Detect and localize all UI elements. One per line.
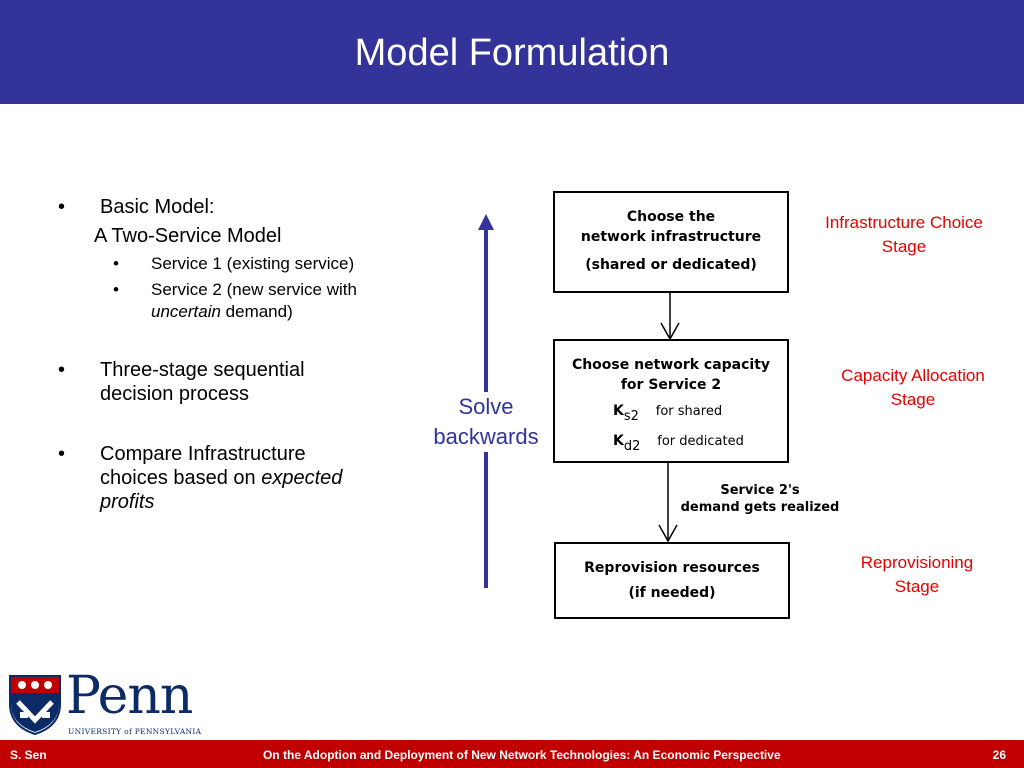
demand-realized-label: Service 2's demand gets realized xyxy=(670,482,850,516)
choices-text: choices based on xyxy=(100,467,262,489)
k-symbol: K xyxy=(613,433,624,449)
box2-shared-row: Ks2 for shared xyxy=(613,403,723,424)
bullet-service2-line1: Service 2 (new service with xyxy=(151,280,357,299)
box2-dedicated-row: Kd2 for dedicated xyxy=(613,433,744,454)
stage1-line2: Stage xyxy=(881,237,927,256)
bullet-basic-model: Basic Model: xyxy=(100,196,215,218)
bullet-dot: • xyxy=(58,443,66,465)
connector-2-3-head xyxy=(658,524,678,543)
stage1-line1: Infrastructure Choice xyxy=(825,213,983,232)
bullet-compare-line2: choices based on expected xyxy=(100,466,342,490)
k-symbol: K xyxy=(613,403,624,419)
box1-line1: Choose the xyxy=(626,209,716,225)
bullet-service2-line2: uncertain demand) xyxy=(151,301,293,323)
stage-label-capacity: Capacity Allocation Stage xyxy=(816,364,1010,412)
bullet-service1: Service 1 (existing service) xyxy=(151,254,355,273)
box-infrastructure-choice: Choose the network infrastructure (share… xyxy=(553,191,789,293)
stage2-line1: Capacity Allocation xyxy=(841,366,985,385)
bullet-two-service: A Two-Service Model xyxy=(94,225,282,247)
title-bar: Model Formulation xyxy=(0,0,1024,104)
k-subscript: d2 xyxy=(623,439,641,454)
box3-line1: Reprovision resources xyxy=(584,560,760,576)
box2-line1: Choose network capacity xyxy=(571,357,771,373)
box-reprovision: Reprovision resources (if needed) xyxy=(554,542,790,619)
footer-presentation-title: On the Adoption and Deployment of New Ne… xyxy=(263,748,781,762)
bullet-three-stage-line2: decision process xyxy=(100,383,249,405)
footer-bar: S. Sen On the Adoption and Deployment of… xyxy=(0,740,1024,768)
bullet-dot: • xyxy=(113,280,119,299)
penn-subtitle: UNIVERSITY of PENNSYLVANIA xyxy=(68,727,202,736)
bullet-compare-line1: Compare Infrastructure xyxy=(100,443,306,465)
box2-line2: for Service 2 xyxy=(620,377,722,393)
bullet-dot: • xyxy=(58,196,66,218)
footer-page-number: 26 xyxy=(992,748,1006,762)
slide-title: Model Formulation xyxy=(354,32,670,74)
k-subscript: s2 xyxy=(623,409,639,424)
penn-wordmark: Penn xyxy=(66,666,193,726)
solve-arrow-head xyxy=(478,214,494,230)
profits-text: profits xyxy=(100,491,155,513)
bullet-dot: • xyxy=(113,254,119,273)
shared-text: for shared xyxy=(655,404,723,419)
penn-logo: Penn UNIVERSITY of PENNSYLVANIA xyxy=(8,666,208,738)
stage-label-infrastructure: Infrastructure Choice Stage xyxy=(806,211,1002,259)
demand-text: demand) xyxy=(220,302,293,321)
realized-line2: demand gets realized xyxy=(680,500,840,515)
dedicated-text: for dedicated xyxy=(657,434,744,449)
bullet-compare-line3: profits xyxy=(100,490,154,514)
box-capacity-allocation: Choose network capacity for Service 2 Ks… xyxy=(553,339,789,463)
solve-backwards-label: Solve backwards xyxy=(422,392,550,452)
stage2-line2: Stage xyxy=(890,390,936,409)
uncertain-text: uncertain xyxy=(151,302,221,321)
box1-line3: (shared or dedicated) xyxy=(585,257,757,273)
solve-line2: backwards xyxy=(433,424,539,449)
expected-text: expected xyxy=(261,467,343,489)
solve-line1: Solve xyxy=(458,394,514,419)
box3-line2: (if needed) xyxy=(628,585,716,601)
footer-author: S. Sen xyxy=(10,748,47,762)
realized-line1: Service 2's xyxy=(720,483,800,498)
box1-line2: network infrastructure xyxy=(580,229,762,245)
bullet-dot: • xyxy=(58,359,66,381)
bullet-three-stage-line1: Three-stage sequential xyxy=(100,359,305,381)
stage3-line2: Stage xyxy=(894,577,940,596)
stage-label-reprovisioning: Reprovisioning Stage xyxy=(830,551,1004,599)
stage3-line1: Reprovisioning xyxy=(860,553,974,572)
penn-shield-icon xyxy=(9,675,61,736)
